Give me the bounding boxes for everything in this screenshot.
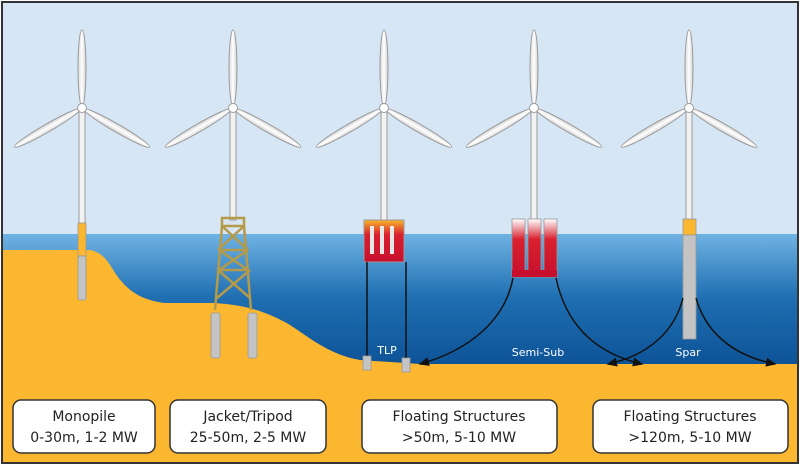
turbine-semisub: Semi-Sub: [418, 109, 644, 367]
rotors: [13, 29, 758, 148]
tower: [380, 109, 388, 223]
jacket-pile-left: [210, 312, 221, 359]
tlp-gap: [370, 226, 374, 254]
blade: [379, 29, 389, 107]
turbine-jacket: [210, 109, 258, 359]
hub: [529, 103, 539, 113]
rotor: [164, 29, 302, 148]
category-jacket: Jacket/Tripod 25-50m, 2-5 MW: [169, 399, 327, 454]
spar-top: [682, 218, 697, 236]
turbine-monopile: [77, 109, 87, 301]
spar-label: Spar: [675, 346, 701, 359]
category-spec: >120m, 5-10 MW: [628, 430, 751, 446]
blade: [529, 29, 539, 107]
rotor: [465, 29, 603, 148]
jacket-frame: [213, 216, 253, 311]
category-floating-120m: Floating Structures >120m, 5-10 MW: [592, 399, 789, 454]
blade: [228, 29, 238, 107]
spar-mooring-left: [606, 297, 684, 367]
turbine-spar: Spar: [606, 109, 777, 367]
semisub-mooring-left: [418, 277, 514, 366]
category-spec: 0-30m, 1-2 MW: [30, 430, 138, 446]
semisub-column-center: [527, 218, 542, 278]
category-spec: 25-50m, 2-5 MW: [190, 430, 307, 446]
tlp-anchor-right: [401, 357, 411, 373]
category-spec: >50m, 5-10 MW: [402, 430, 516, 446]
category-name: Floating Structures: [392, 409, 525, 425]
tower: [530, 109, 538, 223]
semisub-column-right: [543, 218, 558, 278]
semisub-label: Semi-Sub: [512, 346, 564, 359]
tower: [685, 109, 693, 221]
category-floating-50m: Floating Structures >50m, 5-10 MW: [361, 399, 558, 454]
tlp-label: TLP: [376, 344, 397, 357]
tlp-gap: [390, 226, 394, 254]
jacket-pile-right: [247, 312, 258, 359]
category-monopile: Monopile 0-30m, 1-2 MW: [12, 399, 156, 454]
semisub-column-left: [511, 218, 526, 278]
monopile-transition: [77, 222, 87, 257]
monopile-pile: [77, 255, 87, 301]
turbine-tlp: TLP: [362, 109, 411, 373]
tower: [229, 109, 237, 221]
spar-mooring-right: [695, 297, 777, 367]
hub: [228, 103, 238, 113]
category-labels: Monopile 0-30m, 1-2 MW Jacket/Tripod 25-…: [12, 399, 789, 454]
semisub-pontoon: [512, 270, 557, 277]
blade: [77, 29, 87, 107]
category-name: Floating Structures: [623, 409, 756, 425]
rotor: [315, 29, 453, 148]
hub: [684, 103, 694, 113]
hub: [379, 103, 389, 113]
rotor: [620, 29, 758, 148]
rotor: [13, 29, 151, 148]
tlp-anchor-left: [362, 355, 372, 371]
hub: [77, 103, 87, 113]
category-name: Jacket/Tripod: [202, 409, 292, 425]
tlp-gap: [380, 226, 384, 254]
spar-hull: [682, 234, 697, 340]
blade: [684, 29, 694, 107]
tower: [78, 109, 86, 226]
category-name: Monopile: [52, 409, 115, 425]
